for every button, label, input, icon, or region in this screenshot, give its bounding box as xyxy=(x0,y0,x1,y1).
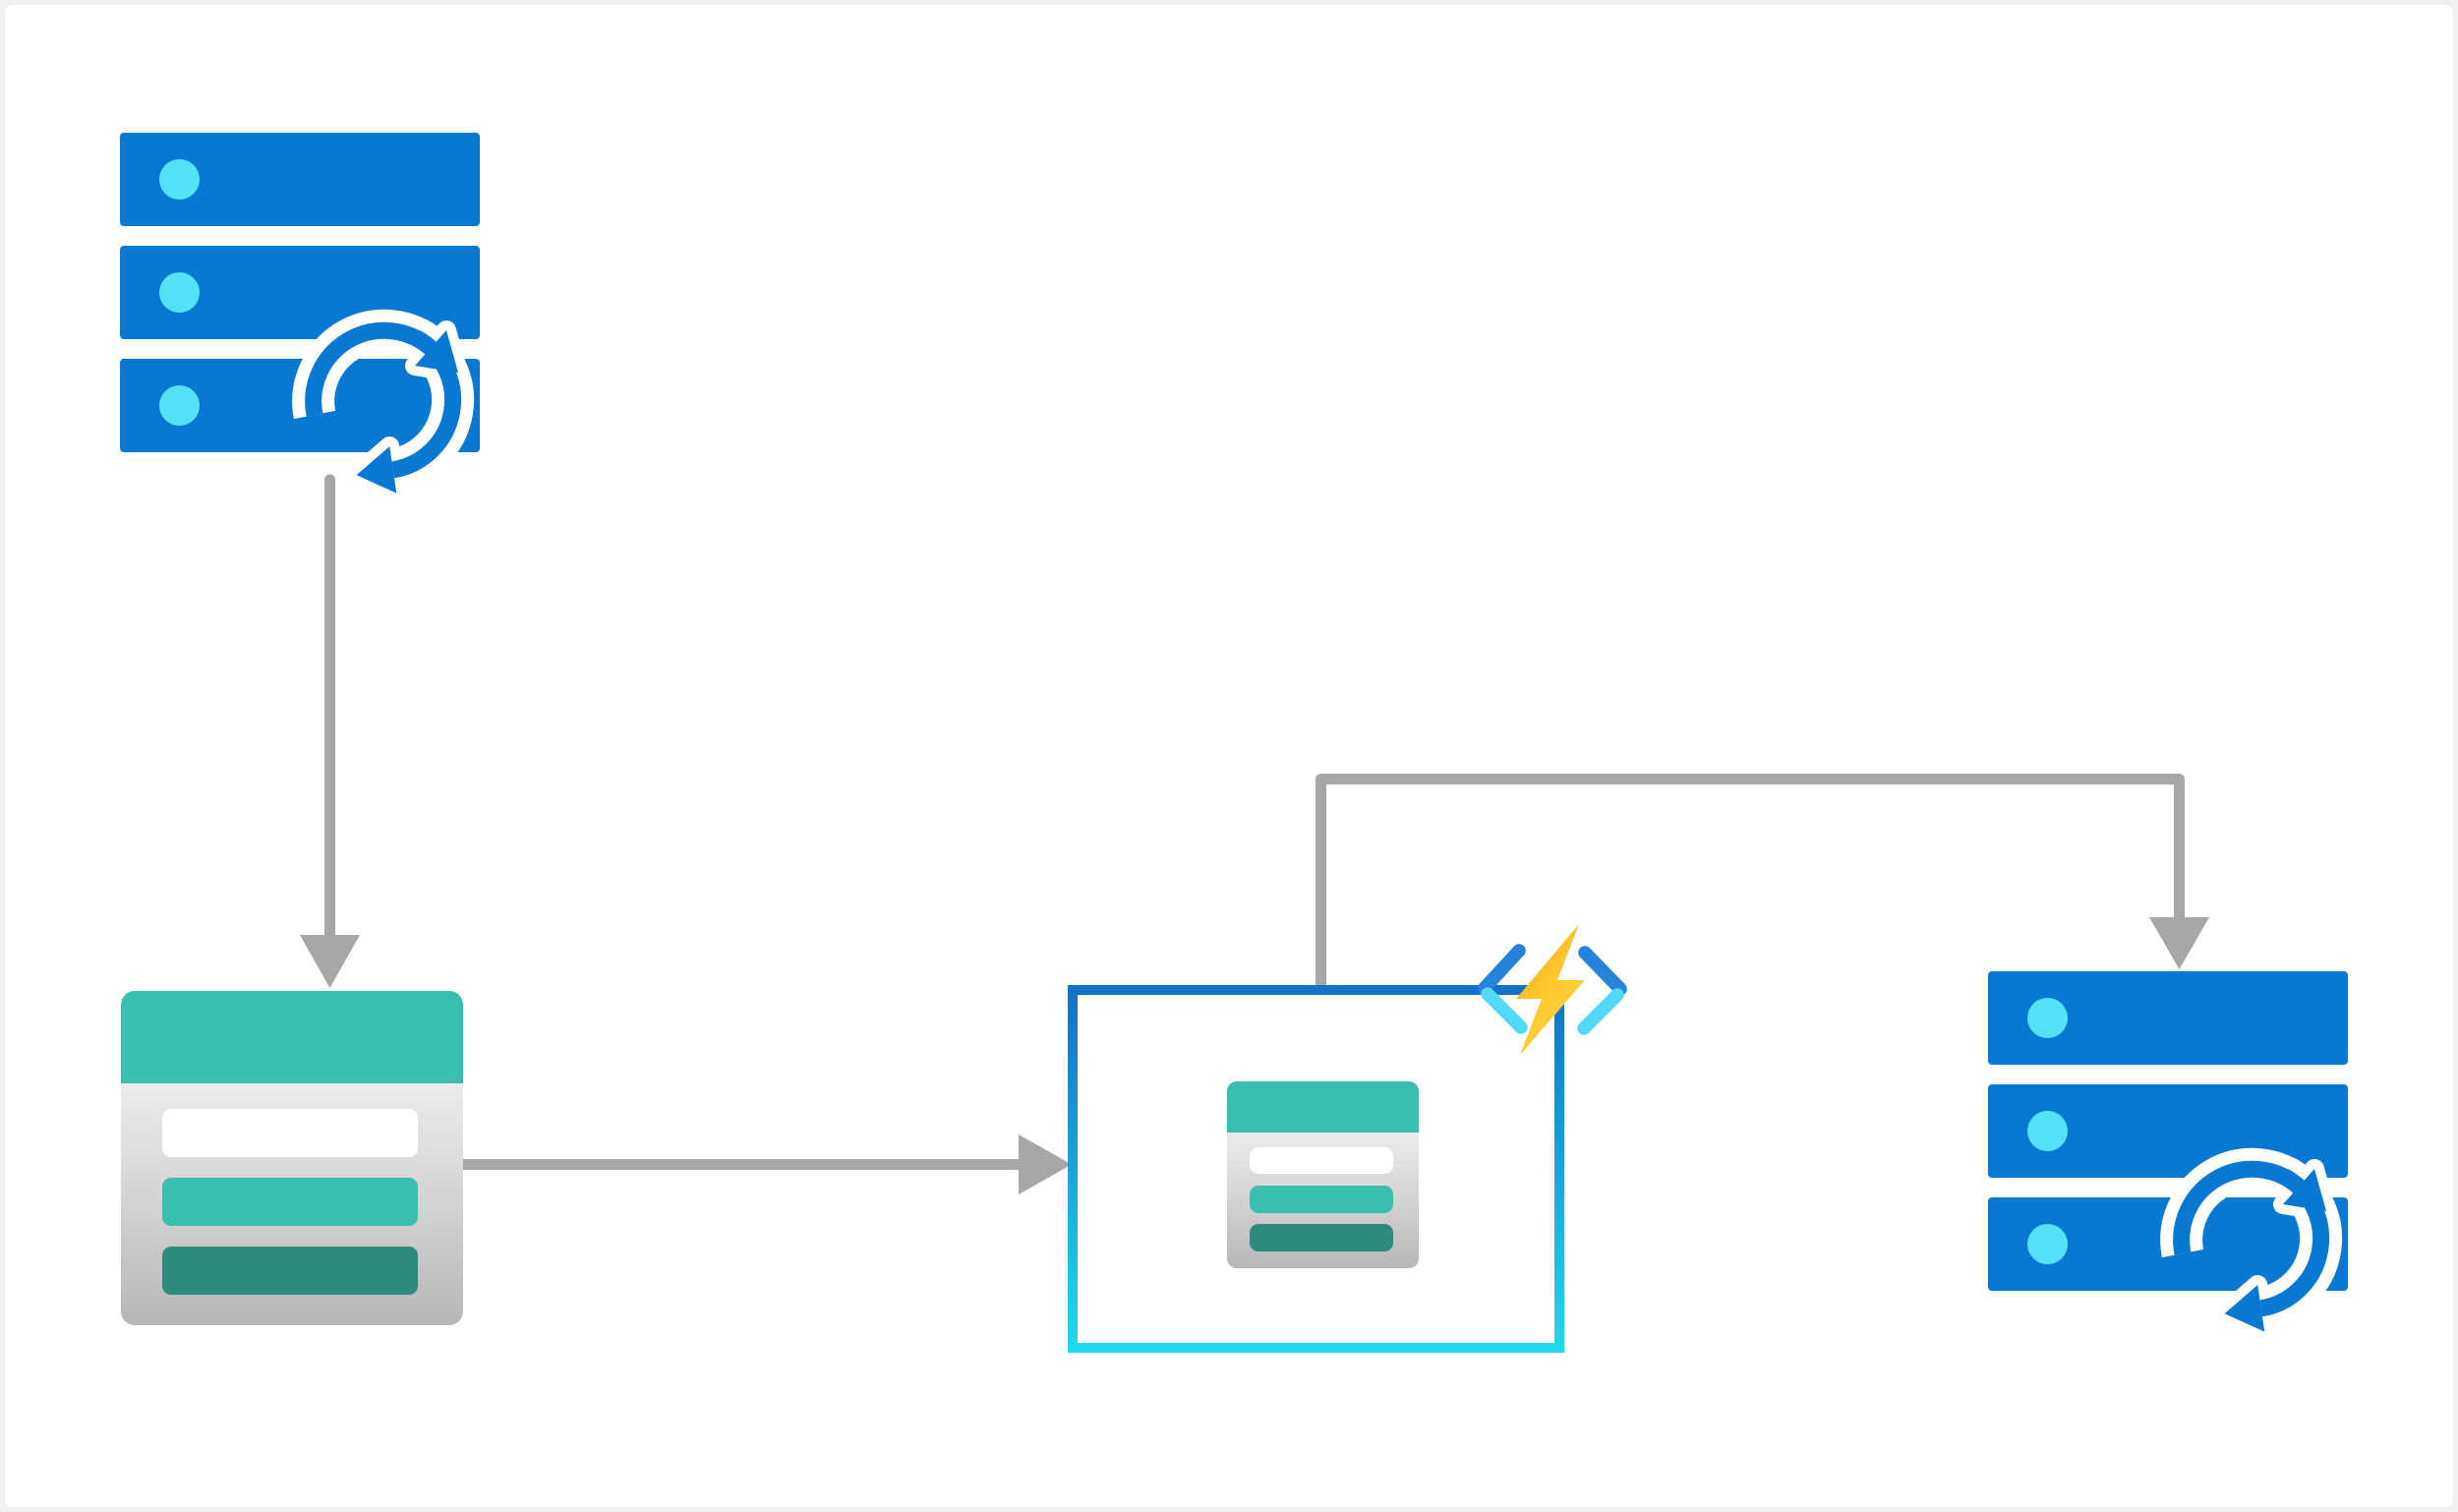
storage-table-icon xyxy=(1227,1081,1419,1268)
storage-table-icon xyxy=(121,991,463,1325)
table-row xyxy=(161,1109,419,1157)
source-database-server-stack xyxy=(120,133,480,494)
status-led xyxy=(159,272,200,313)
code-brackets-icon xyxy=(1478,944,1627,1035)
sync-icon xyxy=(292,309,475,494)
server-bar xyxy=(120,133,480,226)
sync-icon xyxy=(2160,1147,2343,1332)
status-led xyxy=(159,385,200,426)
status-led xyxy=(159,159,200,200)
arrow-table-to-function xyxy=(454,1134,1072,1194)
lightning-bolt-icon xyxy=(1516,924,1585,1055)
table-row xyxy=(161,1178,419,1226)
function-app-boundary xyxy=(1068,985,1564,1353)
azure-functions-icon xyxy=(1478,924,1627,1055)
table-row xyxy=(1250,1186,1394,1213)
arrow-function-to-target xyxy=(1316,774,2209,993)
target-database-server-stack xyxy=(1988,971,2348,1332)
server-bar xyxy=(1988,971,2348,1065)
status-led xyxy=(2027,998,2068,1038)
table-header-bar xyxy=(1227,1081,1419,1134)
status-led xyxy=(2027,1111,2068,1151)
status-led xyxy=(2027,1224,2068,1264)
table-row xyxy=(1250,1147,1394,1175)
arrow-source-to-table xyxy=(300,474,360,988)
table-header-bar xyxy=(121,991,463,1083)
table-row xyxy=(1250,1224,1394,1251)
table-row xyxy=(161,1247,419,1296)
